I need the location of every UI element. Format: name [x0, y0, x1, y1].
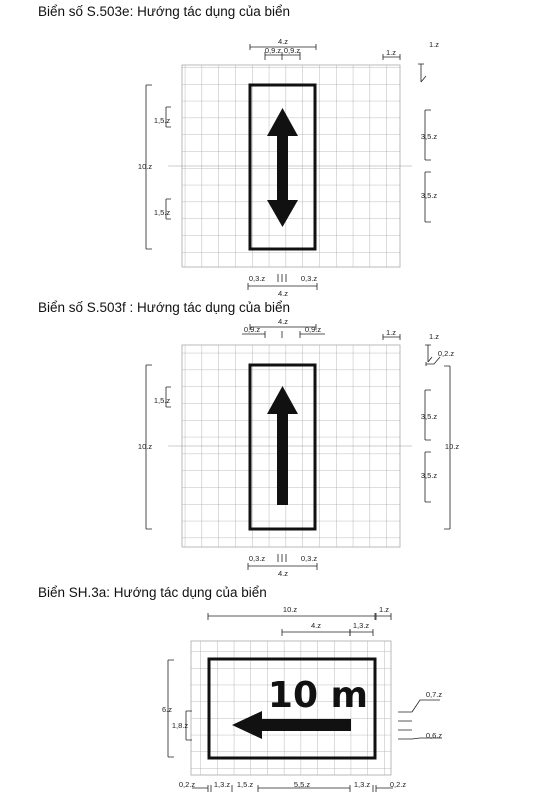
sign-border: [248, 363, 317, 531]
dim-bottom-right: 0,3.z: [301, 274, 318, 283]
dim-left-half: 1,5.z: [154, 396, 171, 405]
dim-height: 10.z: [138, 162, 152, 171]
dim-bottom-3: 1,5.z: [237, 780, 254, 789]
dim-height: 10.z: [138, 442, 152, 451]
diagram-sh3a: 10 m 10.z 1.z 4.z 1,3.z 6.z 1,8.z 0,7.z: [162, 605, 442, 792]
dim-cell: 1.z: [379, 605, 389, 614]
double-arrow: [267, 108, 298, 227]
dim-arrow-height: 1,8.z: [172, 721, 189, 730]
heading-s503e: Biển số S.503e: Hướng tác dụng của biển: [38, 4, 291, 19]
dim-right-b: 0,6.z: [426, 731, 443, 740]
dim-bottom-left: 0,3.z: [249, 274, 266, 283]
dim-bottom-right: 0,3.z: [301, 554, 318, 563]
dim-stroke: 0,2.z: [438, 349, 455, 358]
dim-left-half-top: 1,5.z: [154, 116, 171, 125]
dim-text-width: 4.z: [311, 621, 321, 630]
dim-right-bottom: 3,5.z: [421, 471, 438, 480]
dim-top-right: 0,9.z: [284, 46, 301, 55]
dim-bottom-1: 0,2.z: [179, 780, 196, 789]
dim-bottom-width: 4.z: [278, 569, 288, 578]
dim-bottom-5: 1,3.z: [354, 780, 371, 789]
diagram-s503f: 4.z 0,9.z 0,9.z 1.z 1.z 0,2.z 1,5.z 10.z…: [138, 317, 459, 578]
dim-right-bottom: 3,5.z: [421, 191, 438, 200]
sign-text: 10 m: [268, 675, 368, 716]
dim-bottom-2: 1,3.z: [214, 780, 231, 789]
dim-top-right: 0,9.z: [305, 325, 322, 334]
dim-height: 6.z: [162, 705, 172, 714]
dim-top-left: 0,9.z: [265, 46, 282, 55]
grid: [191, 641, 391, 775]
dim-cell: 1.z: [386, 48, 396, 57]
dim-top-left: 0,9.z: [244, 325, 261, 334]
dim-bottom-width: 4.z: [278, 289, 288, 298]
dim-top-width: 4.z: [278, 37, 288, 46]
dim-right-a: 0,7.z: [426, 690, 443, 699]
dim-left-half-bottom: 1,5.z: [154, 208, 171, 217]
dim-top-width: 4.z: [278, 317, 288, 326]
diagram-s503e: 4.z 0,9.z 0,9.z 1.z 1.z 1,5.z 1,5.z 10.z…: [138, 37, 439, 298]
sign-border: [207, 657, 377, 760]
heading-sh3a: Biển SH.3a: Hướng tác dụng của biển: [38, 585, 267, 600]
sign-border: [248, 83, 317, 251]
dim-cell: 1.z: [386, 328, 396, 337]
dim-right-top: 3,5.z: [421, 132, 438, 141]
dim-bottom-4: 5,5.z: [294, 780, 311, 789]
dim-margin: 1.z: [429, 332, 439, 341]
heading-s503f: Biển số S.503f : Hướng tác dụng của biển: [38, 300, 291, 315]
left-arrow: [232, 711, 351, 739]
dim-right-top: 3,5.z: [421, 412, 438, 421]
dim-text-gap: 1,3.z: [353, 621, 370, 630]
up-arrow: [267, 386, 298, 505]
dim-top-width: 10.z: [283, 605, 297, 614]
dim-bottom-left: 0,3.z: [249, 554, 266, 563]
dim-right-height: 10.z: [445, 442, 459, 451]
dim-bottom-6: 0,2.z: [390, 780, 407, 789]
dim-margin: 1.z: [429, 40, 439, 49]
